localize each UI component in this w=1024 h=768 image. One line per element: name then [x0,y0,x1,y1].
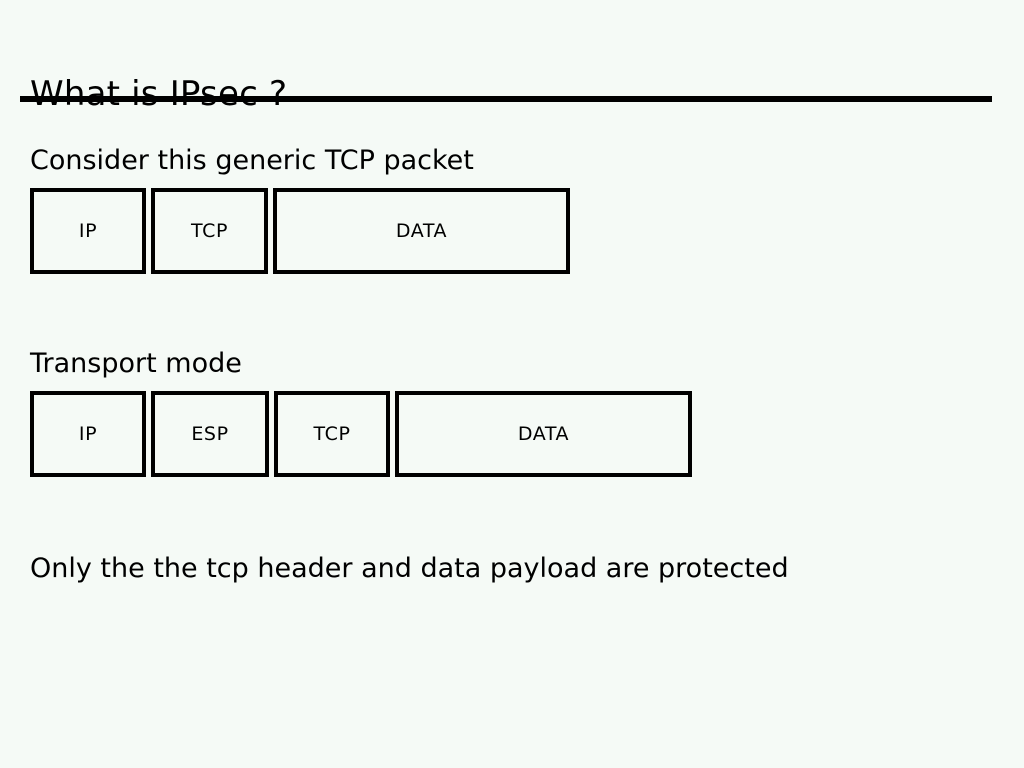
packet-field-tcp: TCP [274,391,390,477]
packet-field-ip: IP [30,391,146,477]
packet-diagram-generic-tcp-packet: IP TCP DATA [30,188,570,274]
title-underline-rule [20,96,992,102]
packet-field-label: DATA [517,423,570,445]
packet-field-data: DATA [395,391,692,477]
page-title: What is IPsec ? [30,73,288,114]
packet-field-tcp: TCP [151,188,268,274]
slide-caption: Only the the tcp header and data payload… [30,553,789,584]
packet-field-label: IP [78,220,98,242]
section-heading-generic-tcp-packet: Consider this generic TCP packet [30,145,474,176]
packet-field-label: IP [78,423,98,445]
packet-field-esp: ESP [151,391,269,477]
packet-field-label: DATA [395,220,448,242]
packet-field-ip: IP [30,188,146,274]
packet-field-label: TCP [190,220,229,242]
packet-field-data: DATA [273,188,570,274]
packet-field-label: TCP [313,423,351,445]
packet-diagram-transport-mode: IP ESP TCP DATA [30,391,692,477]
section-heading-transport-mode: Transport mode [30,348,242,379]
packet-field-label: ESP [191,423,229,445]
